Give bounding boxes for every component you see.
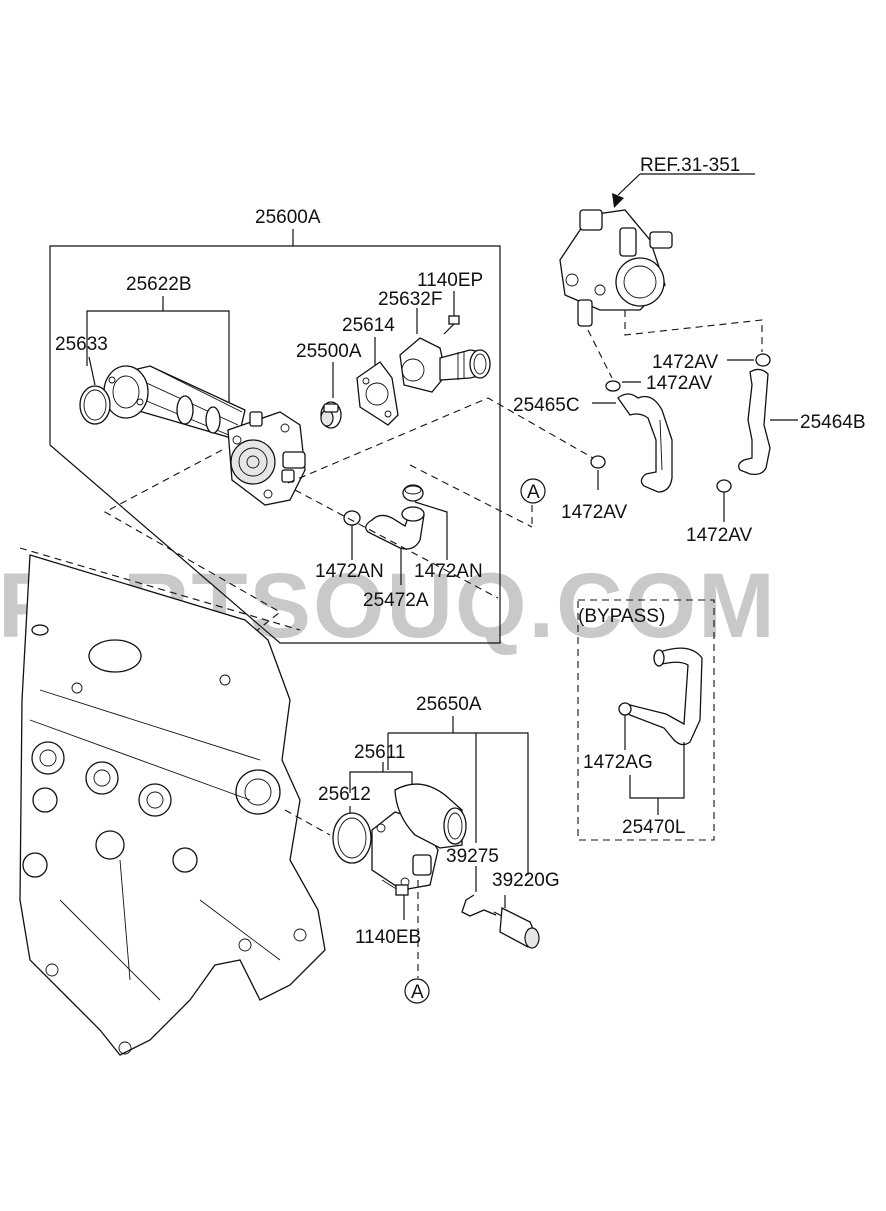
gasket-25614: [356, 337, 399, 426]
throttle-body: [559, 209, 673, 327]
label-25470L: 25470L: [622, 817, 685, 838]
label-25600A: 25600A: [255, 207, 321, 228]
label-1472AG: 1472AG: [583, 752, 653, 773]
hose-25472A: [343, 484, 448, 585]
label-25633: 25633: [55, 334, 108, 355]
water-pipe-25622B: [79, 365, 246, 441]
label-25622B: 25622B: [126, 274, 192, 295]
bypass-hose-25470L: [618, 647, 703, 746]
label-1140EB: 1140EB: [355, 927, 421, 948]
ref-label: REF.31-351: [640, 155, 740, 176]
bracket-25611: [349, 771, 413, 793]
label-1472AV-3: 1472AV: [561, 502, 628, 523]
label-39275: 39275: [446, 846, 499, 867]
hose-25465C: [590, 380, 673, 493]
water-outlet-25632F: [399, 308, 491, 393]
thermostat-housing-25611: [332, 783, 467, 891]
label-1472AN-2: 1472AN: [414, 561, 483, 582]
callout-A-bottom: [404, 978, 430, 1004]
callout-A-top: [520, 478, 546, 504]
bracket-25622B: [86, 310, 230, 420]
label-25465C: 25465C: [513, 395, 580, 416]
hose-25464B: [716, 353, 771, 522]
thermostat-25500A: [320, 362, 342, 429]
label-1472AN-1: 1472AN: [315, 561, 384, 582]
assembly-box-25600A: [49, 245, 501, 644]
callout-A-top-text: A: [527, 482, 540, 503]
label-25464B: 25464B: [800, 412, 866, 433]
label-25611: 25611: [354, 742, 405, 763]
label-25614: 25614: [342, 315, 395, 336]
bypass-box: [577, 599, 715, 841]
bypass-label: (BYPASS): [578, 606, 665, 627]
bracket-25650A: [388, 732, 529, 875]
bolt-1140EP: [443, 291, 460, 335]
label-25612: 25612: [318, 784, 371, 805]
callout-A-bottom-text: A: [411, 982, 424, 1003]
engine-block: [19, 547, 326, 1056]
label-1140EP: 1140EP: [417, 270, 483, 291]
thermostat-housing: [227, 411, 306, 506]
label-1472AV-4: 1472AV: [686, 525, 753, 546]
temp-sensor-39220G: [493, 895, 540, 949]
bolt-1140EB: [381, 879, 409, 920]
label-39220G: 39220G: [492, 870, 560, 891]
label-25500A: 25500A: [296, 341, 362, 362]
label-25650A: 25650A: [416, 694, 482, 715]
label-1472AV-2: 1472AV: [646, 373, 713, 394]
label-25472A: 25472A: [363, 590, 429, 611]
label-25632F: 25632F: [378, 289, 442, 310]
clip-39275: [461, 866, 497, 917]
label-1472AV-1: 1472AV: [652, 352, 719, 373]
